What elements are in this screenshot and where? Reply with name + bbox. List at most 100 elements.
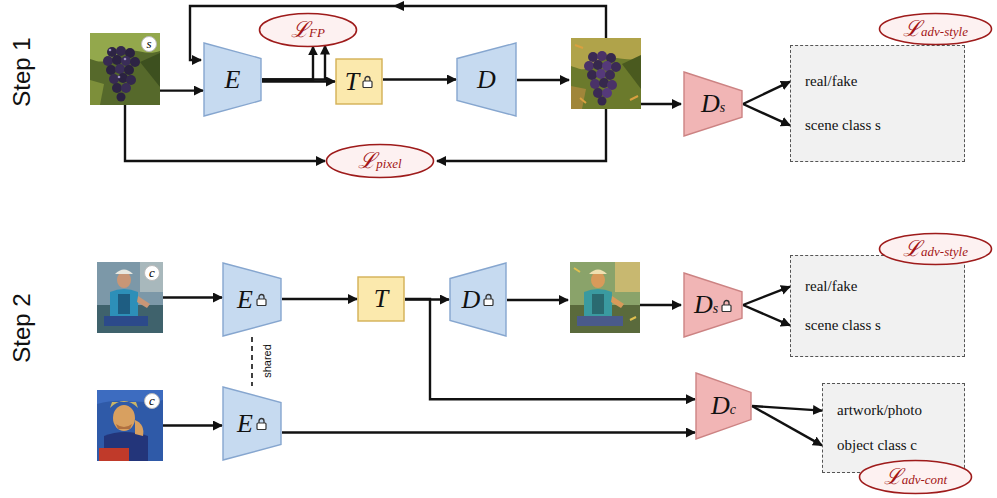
transform-block: T bbox=[335, 58, 383, 105]
shape-fill bbox=[204, 43, 261, 116]
encoder-block: E bbox=[222, 262, 282, 337]
drawing-part bbox=[605, 70, 615, 80]
lock-shackle bbox=[486, 295, 491, 300]
drawing-part bbox=[591, 272, 605, 288]
drawing-part bbox=[106, 65, 116, 75]
drawing-part bbox=[118, 76, 121, 79]
flow-arrow bbox=[262, 46, 325, 80]
lock-body bbox=[722, 305, 731, 312]
loss-name: ℒFP bbox=[291, 18, 325, 42]
drawing-part bbox=[135, 420, 143, 436]
image-thumbnail: c bbox=[97, 262, 163, 333]
lock-icon bbox=[256, 417, 267, 430]
drawing-part bbox=[437, 109, 606, 161]
shape-fill bbox=[327, 145, 434, 178]
drawing-part bbox=[118, 294, 130, 314]
drawing-part bbox=[117, 272, 131, 288]
block-symbol: Ds bbox=[694, 292, 718, 318]
lock-icon bbox=[483, 293, 494, 306]
drawing-part bbox=[99, 448, 129, 461]
drawing-part bbox=[110, 401, 138, 408]
loss-ellipse: ℒadv-style bbox=[878, 232, 993, 266]
output-text: scene class s bbox=[805, 117, 881, 134]
image-thumbnail: s bbox=[90, 33, 160, 105]
encoder-block: E bbox=[222, 386, 282, 461]
flow-arrow bbox=[282, 431, 695, 433]
block-symbol: Dc bbox=[711, 393, 736, 419]
label-row: E bbox=[237, 287, 267, 313]
loss-name: ℒadv-style bbox=[903, 237, 968, 261]
output-text: object class c bbox=[837, 437, 917, 454]
drawing-part bbox=[140, 53, 160, 87]
decoder-block: D bbox=[449, 262, 507, 337]
block-symbol: E bbox=[237, 411, 253, 437]
shape-fill bbox=[684, 273, 742, 337]
shape-fill bbox=[358, 277, 404, 321]
drawing-part bbox=[140, 262, 163, 292]
flow-arrow bbox=[743, 287, 790, 305]
lock-shackle bbox=[724, 300, 729, 305]
loss-ellipse: ℒpixel bbox=[325, 143, 435, 179]
step-label: Step 1 bbox=[10, 37, 34, 106]
drawing-part bbox=[611, 62, 621, 72]
image-tag: c bbox=[144, 265, 160, 281]
drawing-part bbox=[190, 6, 606, 60]
drawing-part bbox=[507, 299, 568, 301]
lock-body bbox=[484, 299, 493, 306]
flow-arrow bbox=[163, 296, 222, 298]
shape-fill bbox=[223, 387, 281, 460]
step-label: Step 2 bbox=[10, 293, 34, 362]
flow-arrow bbox=[282, 298, 357, 300]
drawing-part bbox=[593, 60, 603, 70]
drawing-part bbox=[571, 86, 586, 109]
block-symbol: T bbox=[374, 286, 388, 312]
shape-fill bbox=[223, 263, 281, 336]
transform-block: T bbox=[357, 276, 405, 322]
drawing-part bbox=[577, 316, 623, 326]
image-thumbnail: c bbox=[97, 390, 163, 461]
flow-arrow bbox=[752, 406, 822, 445]
block-symbol: D bbox=[462, 287, 481, 313]
drawing-part bbox=[90, 33, 160, 105]
drawing-part bbox=[112, 83, 122, 93]
lock-body bbox=[257, 423, 266, 430]
drawing-part bbox=[587, 70, 597, 80]
drawing-part bbox=[571, 38, 641, 109]
drawing-part bbox=[589, 270, 607, 275]
drawing-part bbox=[90, 80, 104, 105]
output-text: artwork/photo bbox=[837, 402, 922, 419]
discriminator-block: Ds bbox=[683, 272, 743, 338]
decoder-block: D bbox=[456, 42, 517, 117]
discriminator-block: Ds bbox=[683, 71, 743, 137]
flow-arrow bbox=[752, 406, 822, 411]
drawing-part bbox=[115, 270, 133, 275]
drawing-part bbox=[584, 289, 612, 318]
layout-arrows bbox=[190, 6, 681, 305]
drawing-part bbox=[121, 56, 131, 66]
label-row: E bbox=[237, 411, 267, 437]
shape-fill bbox=[684, 72, 742, 136]
shape-fill bbox=[336, 59, 382, 104]
loss-ellipse: ℒadv-style bbox=[878, 12, 993, 46]
flow-arrow bbox=[262, 46, 313, 79]
drawing-part bbox=[592, 294, 604, 314]
drawing-part bbox=[593, 88, 603, 98]
discriminator-block: Dc bbox=[695, 372, 752, 440]
drawing-part bbox=[130, 57, 140, 67]
image-tag: s bbox=[141, 36, 157, 52]
loss-ellipse: ℒFP bbox=[258, 12, 358, 48]
drawing-part bbox=[584, 61, 594, 71]
block-symbol: D bbox=[477, 67, 496, 93]
drawing-part bbox=[113, 405, 135, 431]
drawing-part bbox=[124, 65, 134, 75]
drawing-part bbox=[103, 56, 113, 66]
drawing-part bbox=[597, 51, 607, 61]
drawing-part bbox=[97, 262, 163, 333]
block-symbol: Ds bbox=[701, 91, 725, 117]
shape-fill bbox=[457, 43, 516, 116]
drawing-part bbox=[641, 103, 681, 105]
output-box: real/fakescene class s bbox=[790, 45, 965, 162]
man-photo bbox=[97, 262, 163, 333]
